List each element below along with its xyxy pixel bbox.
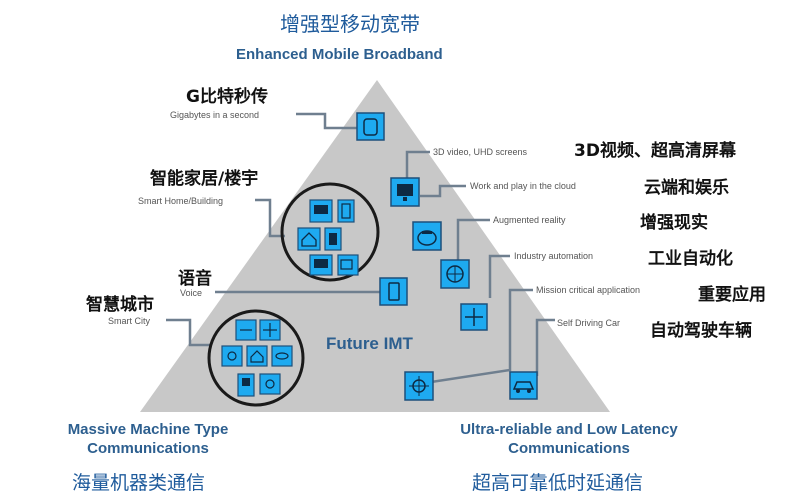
bottom-right-cn: 超高可靠低时延通信: [472, 472, 644, 494]
globe-icon: [440, 259, 470, 289]
car-icon: [509, 371, 538, 400]
bottom-left-en-line2: Communications: [87, 440, 209, 457]
label-voice-cn: 语音: [178, 269, 212, 289]
label-industry-en: Industry automation: [514, 251, 594, 261]
label-ar-en: Augmented reality: [493, 215, 566, 225]
label-cloud-cn: 云端和娱乐: [644, 178, 729, 198]
grid-icon: [235, 319, 257, 341]
smart-city-circle: [207, 309, 305, 407]
label-ar-cn: 增强现实: [640, 213, 708, 233]
home-icon: [246, 345, 268, 367]
label-3d-video-en: 3D video, UHD screens: [433, 147, 528, 157]
screen-icon: [309, 254, 333, 276]
top-title-en: Enhanced Mobile Broadband: [236, 46, 443, 63]
house-icon: [297, 227, 321, 251]
label-smart-city-en: Smart City: [108, 316, 151, 326]
label-smart-home-cn: 智能家居/楼宇: [150, 169, 259, 189]
icons: [221, 112, 538, 401]
monitor-icon: [390, 177, 420, 207]
top-title-cn: 增强型移动宽带: [280, 12, 420, 36]
label-cloud-en: Work and play in the cloud: [470, 181, 576, 191]
smart-home-circle: [280, 182, 380, 282]
bottom-right-en: Ultra-reliable and Low Latency Communica…: [434, 420, 704, 458]
turbine-icon: [259, 319, 281, 341]
washer-icon: [324, 227, 342, 251]
right-connectors: [405, 150, 555, 386]
microwave-icon: [337, 254, 359, 276]
label-industry-cn: 工业自动化: [648, 249, 733, 269]
label-smart-city-cn: 智慧城市: [86, 295, 154, 315]
label-gigabit-cn: G比特秒传: [186, 87, 268, 107]
bottom-right-en-line1: Ultra-reliable and Low Latency: [460, 421, 678, 438]
database-icon: [356, 112, 385, 141]
robot-icon: [412, 221, 442, 251]
label-car-en: Self Driving Car: [557, 318, 621, 328]
label-gigabit-en: Gigabytes in a second: [170, 110, 260, 120]
left-connectors: [166, 112, 385, 347]
future-imt-label: Future IMT: [326, 334, 413, 353]
bottom-left-en: Massive Machine Type Communications: [48, 420, 248, 458]
label-voice-en: Voice: [180, 288, 203, 298]
label-smart-home-en: Smart Home/Building: [138, 196, 224, 206]
camera-icon: [259, 373, 281, 395]
label-mission-cn: 重要应用: [698, 285, 766, 305]
meter-icon: [237, 373, 255, 397]
drone-icon: [271, 345, 293, 367]
bottom-left-cn: 海量机器类通信: [72, 472, 206, 494]
label-car-cn: 自动驾驶车辆: [650, 321, 752, 341]
tv-icon: [309, 199, 333, 223]
bottom-left-en-line1: Massive Machine Type: [67, 421, 229, 438]
label-3d-video-cn: 3D视频、超高清屏幕: [574, 141, 736, 161]
fridge-icon: [337, 199, 355, 223]
label-mission-en: Mission critical application: [536, 285, 641, 295]
crosshair-icon: [404, 371, 434, 401]
signal-icon: [221, 345, 243, 367]
bottom-right-en-line2: Communications: [508, 440, 630, 457]
phone-icon: [379, 277, 408, 306]
move-arrows-icon: [460, 303, 488, 331]
